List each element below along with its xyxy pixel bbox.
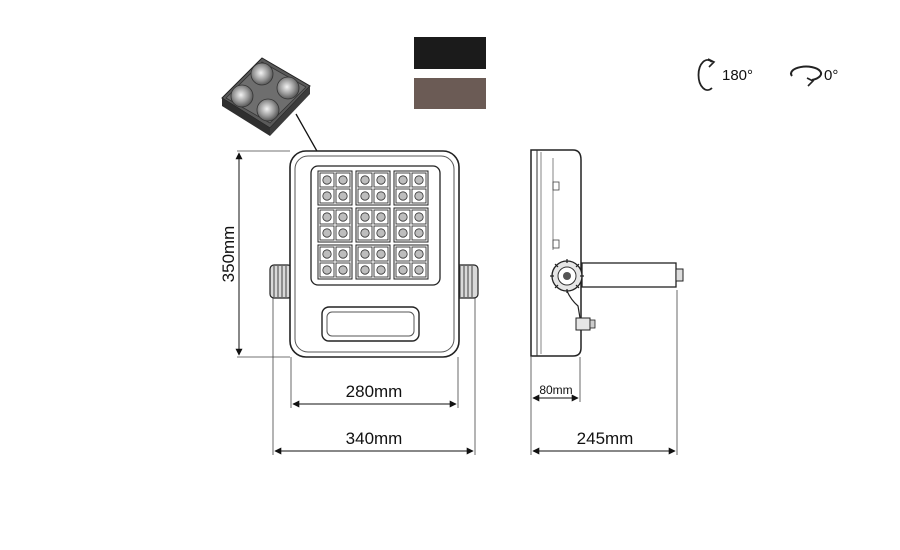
led-lens bbox=[376, 175, 386, 185]
rotation-horizontal-icon bbox=[790, 65, 822, 87]
led-lens bbox=[376, 249, 386, 259]
front-view bbox=[269, 150, 479, 358]
led-module bbox=[393, 207, 429, 243]
led-module bbox=[317, 244, 353, 280]
led-lens bbox=[376, 212, 386, 222]
led-grid bbox=[317, 170, 429, 280]
led-lens bbox=[338, 265, 348, 275]
led-module bbox=[393, 244, 429, 280]
led-lens bbox=[360, 228, 370, 238]
led-lens bbox=[322, 249, 332, 259]
led-lens bbox=[398, 265, 408, 275]
side-length-dimension-label: 245mm bbox=[577, 429, 634, 448]
led-module bbox=[355, 244, 391, 280]
led-module bbox=[317, 207, 353, 243]
led-lens bbox=[398, 212, 408, 222]
mount-arm bbox=[581, 262, 677, 288]
led-lens bbox=[414, 265, 424, 275]
inner-width-dimension-label: 280mm bbox=[346, 382, 403, 401]
led-lens bbox=[338, 228, 348, 238]
rotation-horizontal-label: 0° bbox=[824, 67, 838, 84]
led-lens bbox=[322, 191, 332, 201]
led-lens bbox=[338, 212, 348, 222]
led-lens bbox=[360, 191, 370, 201]
led-lens bbox=[376, 265, 386, 275]
led-lens bbox=[414, 212, 424, 222]
outer-width-dimension-label: 340mm bbox=[346, 429, 403, 448]
led-module bbox=[317, 170, 353, 206]
led-lens bbox=[322, 175, 332, 185]
led-lens bbox=[414, 191, 424, 201]
led-lens bbox=[322, 212, 332, 222]
led-lens bbox=[398, 191, 408, 201]
led-lens bbox=[398, 249, 408, 259]
color-swatch-black bbox=[414, 37, 486, 69]
led-lens bbox=[322, 265, 332, 275]
led-module-detail bbox=[221, 57, 311, 136]
led-lens bbox=[414, 228, 424, 238]
led-lens bbox=[322, 228, 332, 238]
led-module bbox=[355, 170, 391, 206]
led-lens bbox=[360, 212, 370, 222]
led-module bbox=[393, 170, 429, 206]
led-lens bbox=[376, 191, 386, 201]
led-lens bbox=[360, 265, 370, 275]
led-lens bbox=[414, 249, 424, 259]
led-lens bbox=[376, 228, 386, 238]
height-dimension-label: 350mm bbox=[219, 226, 238, 283]
side-view bbox=[530, 149, 684, 357]
led-lens bbox=[398, 175, 408, 185]
led-module bbox=[355, 207, 391, 243]
led-lens bbox=[338, 191, 348, 201]
led-lens bbox=[338, 249, 348, 259]
led-lens bbox=[414, 175, 424, 185]
rotation-vertical-label: 180° bbox=[722, 67, 753, 84]
mount-knob-left bbox=[269, 264, 293, 299]
led-lens bbox=[360, 249, 370, 259]
color-swatch-brown bbox=[414, 78, 486, 109]
side-depth-dimension-label: 80mm bbox=[539, 383, 572, 397]
cable-gland bbox=[575, 317, 591, 331]
rotation-vertical-icon bbox=[697, 58, 716, 91]
led-lens bbox=[360, 175, 370, 185]
led-lens bbox=[398, 228, 408, 238]
handle-window bbox=[321, 306, 420, 342]
led-lens bbox=[338, 175, 348, 185]
